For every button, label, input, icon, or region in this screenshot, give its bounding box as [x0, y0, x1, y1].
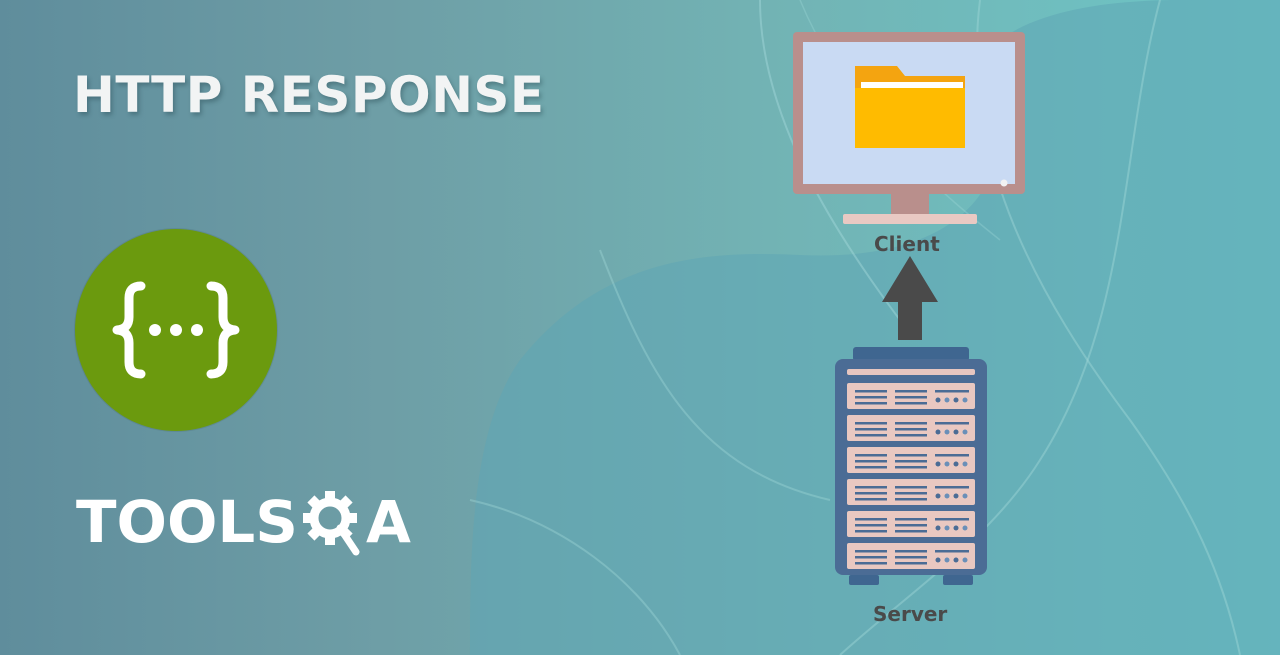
api-logo — [75, 229, 277, 431]
brand-name-text: TOOLS — [76, 490, 298, 556]
toolsqa-logo: TOOLS A — [76, 488, 436, 575]
curly-braces-dots-icon — [112, 281, 240, 379]
monitor-folder-icon — [793, 32, 1025, 224]
arrow-up-icon — [882, 256, 938, 340]
gear-magnifier-icon — [303, 491, 360, 556]
page-title: HTTP RESPONSE — [73, 66, 545, 124]
client-label: Client — [874, 232, 940, 256]
brand-letter-a: A — [366, 490, 411, 556]
server-label: Server — [873, 602, 948, 626]
client-monitor — [793, 32, 1027, 231]
server-rack-icon — [835, 347, 987, 585]
server-rack — [835, 345, 987, 595]
response-arrow — [880, 250, 940, 347]
